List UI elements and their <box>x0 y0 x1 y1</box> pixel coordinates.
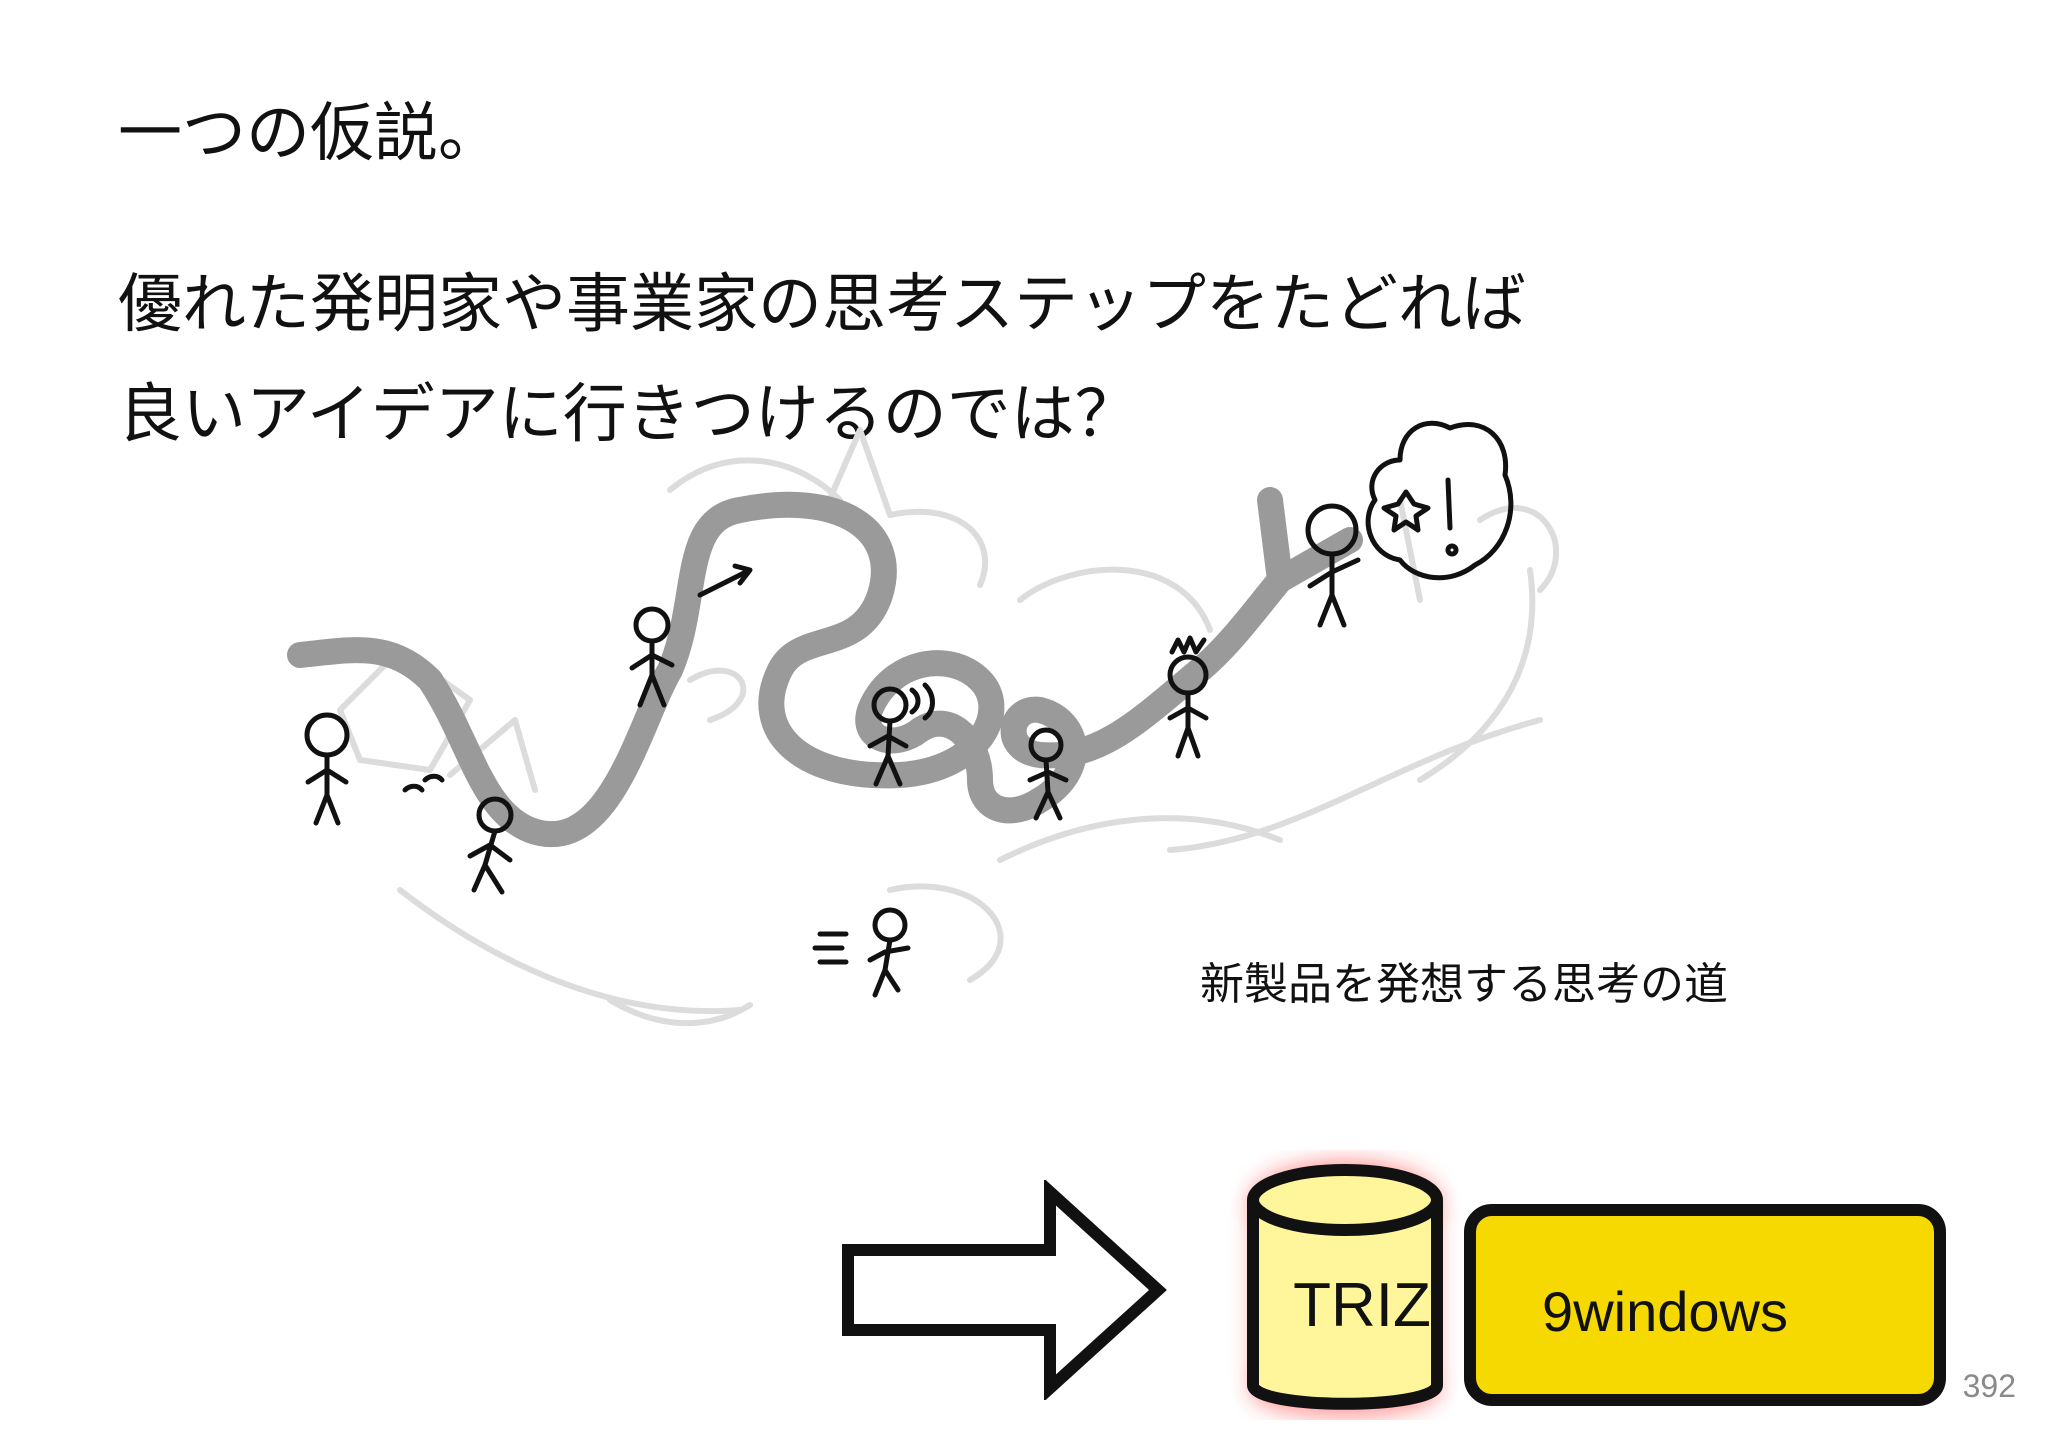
triz-cylinder-icon <box>1247 1164 1443 1410</box>
figure-spiky <box>1167 635 1209 759</box>
thinking-path-illustration <box>287 420 1560 1027</box>
figure-worried <box>1027 727 1069 821</box>
figure-stumbling <box>402 773 514 895</box>
stick-figures <box>304 420 1514 998</box>
figure-thinking <box>867 682 935 787</box>
illustration-caption: 新製品を発想する思考の道 <box>1200 959 1728 1010</box>
thinking-path <box>287 491 1293 847</box>
figure-standing <box>304 712 350 826</box>
figure-eureka <box>1305 503 1361 628</box>
hypothesis-text: 優れた発明家や事業家の思考ステップをたどれば 良いアイデアに行きつけるのでは？ <box>118 250 1526 470</box>
figure-rising <box>629 563 753 708</box>
background-doodles <box>337 427 1560 1027</box>
slide-title: 一つの仮説。 <box>118 97 502 171</box>
page-number: 392 <box>1962 1368 2016 1404</box>
9windows-label: 9windows <box>1542 1280 1788 1343</box>
9windows-bar <box>1464 1204 1946 1406</box>
triz-label: TRIZ <box>1293 1271 1431 1340</box>
idea-bubble <box>1365 420 1514 581</box>
figure-running <box>812 907 911 998</box>
hypothesis-line-1: 優れた発明家や事業家の思考ステップをたどれば <box>118 268 1526 342</box>
method-badge-graphic <box>1247 1162 1946 1418</box>
hypothesis-line-2: 良いアイデアに行きつけるのでは？ <box>118 378 1139 452</box>
path-arrowhead <box>1257 487 1363 593</box>
right-arrow-icon <box>842 1180 1167 1400</box>
